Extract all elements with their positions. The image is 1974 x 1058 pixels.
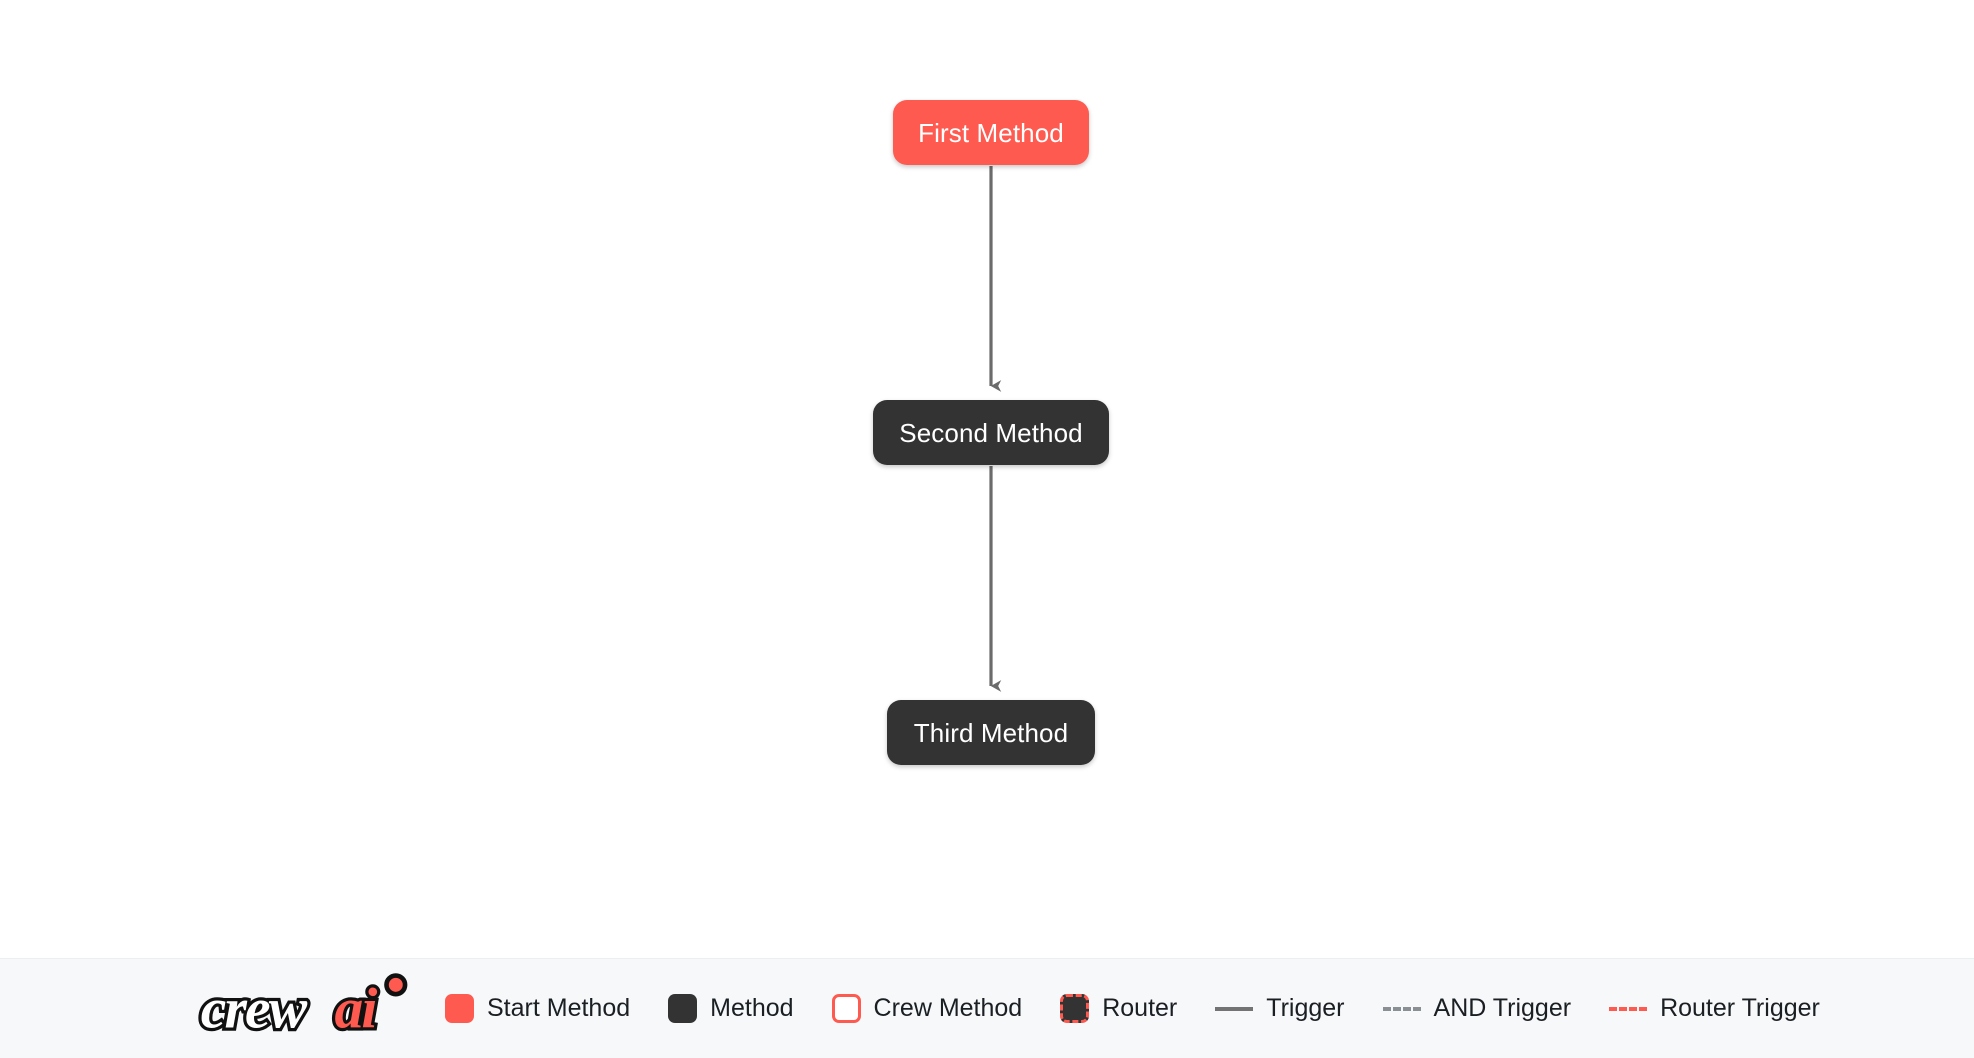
flow-canvas[interactable]: First Method Second Method Third Method bbox=[0, 0, 1974, 958]
start-method-swatch-icon bbox=[445, 994, 474, 1023]
legend-bar: crew ai Start Method Method Crew Method … bbox=[0, 958, 1974, 1058]
router-swatch-icon bbox=[1060, 994, 1090, 1023]
flow-node-second-method[interactable]: Second Method bbox=[873, 400, 1109, 465]
legend-item-router-trigger: Router Trigger bbox=[1609, 996, 1820, 1021]
router-trigger-line-icon bbox=[1609, 1006, 1648, 1011]
flow-node-first-method[interactable]: First Method bbox=[893, 100, 1089, 165]
flow-node-label: Second Method bbox=[899, 417, 1083, 448]
legend-label: Router bbox=[1102, 994, 1178, 1022]
legend-label: Router Trigger bbox=[1660, 994, 1820, 1022]
method-swatch-icon bbox=[668, 994, 698, 1023]
flow-node-third-method[interactable]: Third Method bbox=[887, 700, 1095, 765]
legend-label: Start Method bbox=[487, 994, 631, 1022]
trigger-line-icon bbox=[1215, 1006, 1254, 1011]
legend-label: AND Trigger bbox=[1433, 994, 1572, 1022]
legend-item-router: Router bbox=[1060, 994, 1177, 1023]
legend-label: Method bbox=[710, 994, 794, 1022]
and-trigger-line-icon bbox=[1382, 1006, 1421, 1011]
legend-item-trigger: Trigger bbox=[1215, 994, 1345, 1022]
legend-label: Trigger bbox=[1266, 994, 1345, 1022]
legend-item-start-method: Start Method bbox=[445, 994, 630, 1023]
crew-method-swatch-icon bbox=[831, 994, 861, 1023]
svg-text:ai: ai bbox=[335, 977, 378, 1040]
flow-node-label: First Method bbox=[918, 117, 1064, 148]
legend-item-and-trigger: AND Trigger bbox=[1382, 994, 1572, 1022]
svg-text:crew: crew bbox=[201, 977, 308, 1040]
legend-item-method: Method bbox=[668, 994, 794, 1023]
legend-label: Crew Method bbox=[873, 994, 1023, 1022]
flow-node-label: Third Method bbox=[913, 717, 1069, 748]
crewai-logo: crew ai bbox=[196, 970, 421, 1048]
legend-item-crew-method: Crew Method bbox=[831, 994, 1023, 1023]
